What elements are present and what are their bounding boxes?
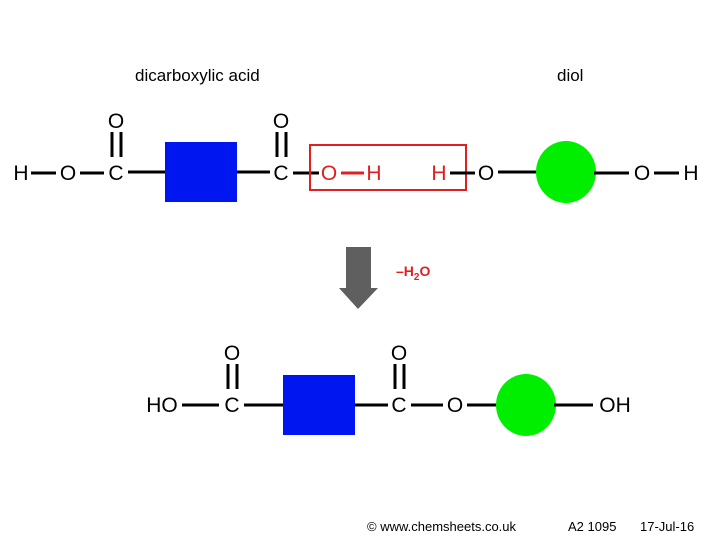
atom-h-highlight-right: H [431, 162, 446, 185]
atom-o-diol-right: O [634, 162, 650, 185]
green-circle [536, 141, 596, 203]
atom-h-acid: H [13, 162, 28, 185]
atom-o-highlight: O [321, 162, 337, 185]
footer-code: A2 1095 [568, 519, 617, 534]
atom-h-highlight-left: H [366, 162, 381, 185]
acid-label: dicarboxylic acid [135, 66, 260, 85]
atom-o-acid: O [60, 162, 76, 185]
footer-copyright: © www.chemsheets.co.uk [367, 519, 517, 534]
reaction-arrow-icon [339, 247, 378, 309]
atom-c-ester-left: C [224, 394, 239, 417]
atom-c-left: C [108, 162, 123, 185]
atom-c-ester-right: C [391, 394, 406, 417]
atom-ho-ester: HO [146, 394, 178, 417]
atom-o-carbonyl-right: O [273, 110, 289, 133]
water-loss-label: –H2O [396, 263, 430, 283]
atom-o-ester-carbonyl-right: O [391, 342, 407, 365]
water-loss-prefix: –H [396, 263, 414, 279]
water-highlight-box [309, 144, 467, 191]
atom-c-right: C [273, 162, 288, 185]
green-circle-ester [496, 374, 556, 436]
blue-square [165, 142, 237, 202]
water-loss-suffix: O [419, 263, 430, 279]
footer-date: 17-Jul-16 [640, 519, 695, 534]
water-loss-sub: 2 [414, 272, 420, 283]
diol-label: diol [557, 66, 584, 85]
atom-oh-ester: OH [599, 394, 631, 417]
atom-o-carbonyl-left: O [108, 110, 124, 133]
blue-square-ester [283, 375, 355, 435]
atom-o-diol-left: O [478, 162, 494, 185]
atom-o-ester-carbonyl-left: O [224, 342, 240, 365]
atom-o-ester-link: O [447, 394, 463, 417]
atom-h-diol: H [683, 162, 698, 185]
